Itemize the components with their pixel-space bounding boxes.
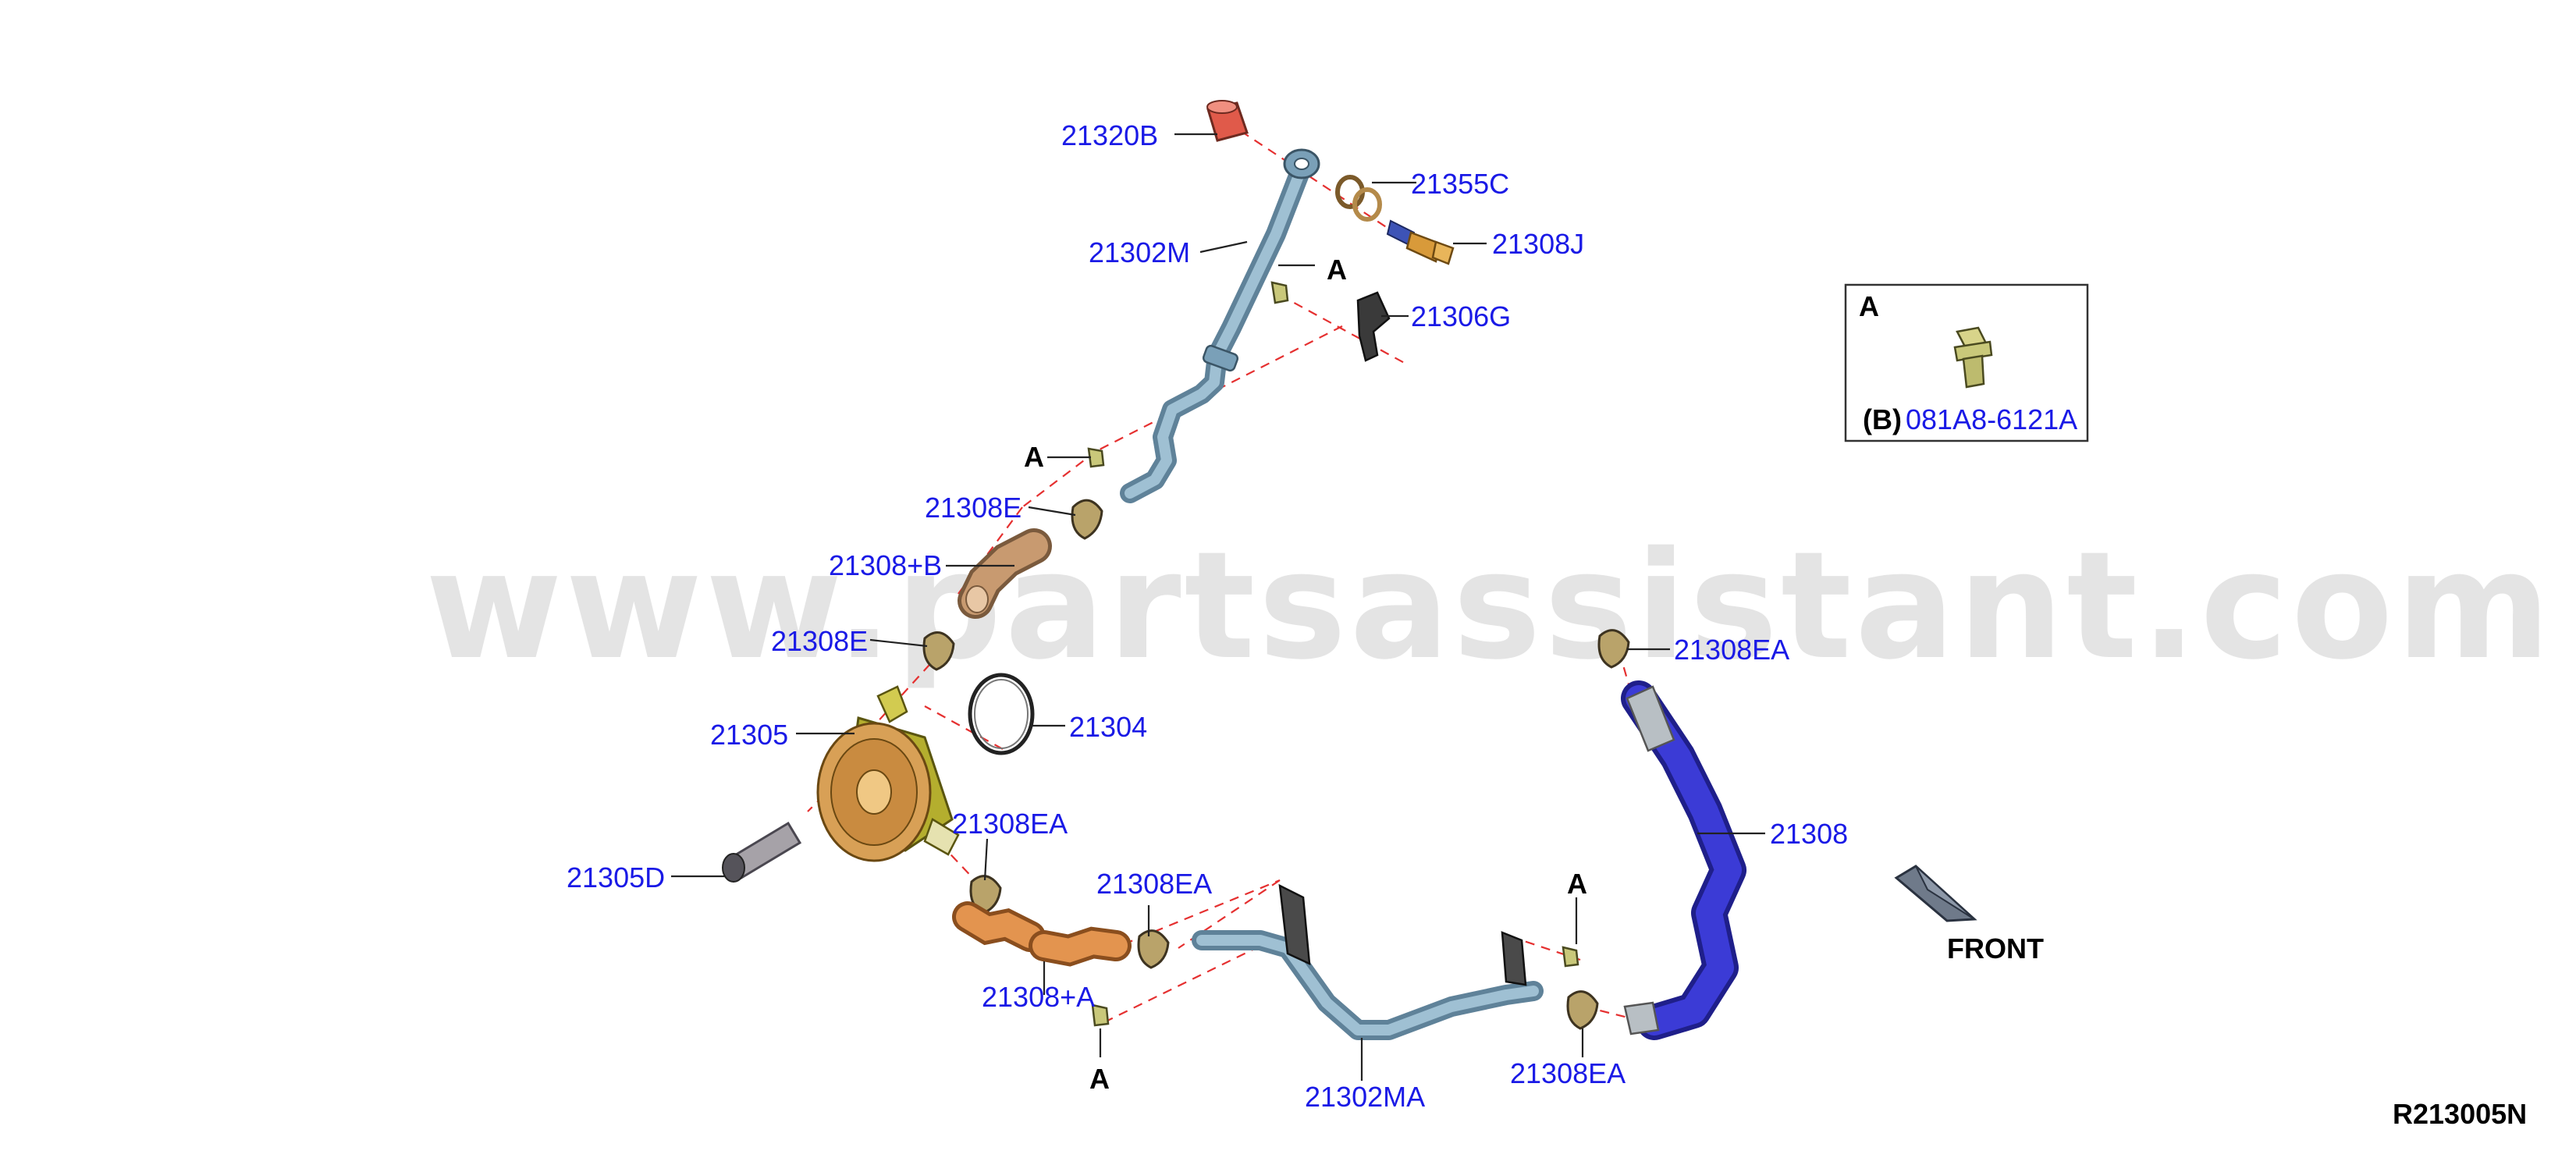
- clamp-21308ea-mid: [969, 875, 1002, 915]
- legend-letter: A: [1859, 290, 1879, 322]
- callout-21306g: 21306G: [1411, 300, 1511, 332]
- clamp-21308ea-low: [1137, 929, 1170, 969]
- callout-21308: 21308: [1770, 818, 1848, 850]
- oil-cooler-21305: [816, 685, 960, 862]
- callout-21308a: 21308+A: [982, 981, 1095, 1013]
- callout-21308j: 21308J: [1492, 228, 1584, 260]
- front-label: FRONT: [1947, 932, 2044, 964]
- bolt-ref-a2: A: [1024, 441, 1044, 473]
- cap-21320b: [1206, 100, 1249, 142]
- banjo-bolt-21308j: [1386, 219, 1455, 265]
- bracket-21306g: [1356, 291, 1391, 362]
- washers-21355c: [1335, 175, 1382, 222]
- legend-box: A (B) 081A8-6121A: [1844, 283, 2089, 442]
- callout-21304: 21304: [1069, 711, 1147, 743]
- bolt-a-3: [1091, 1003, 1110, 1027]
- hose-21308a: [952, 901, 1132, 967]
- clamp-21308e-mid: [922, 631, 955, 671]
- diagram-code: R213005N: [2393, 1098, 2527, 1130]
- pipe-21302ma: [1192, 883, 1544, 1040]
- callout-21305d: 21305D: [567, 861, 665, 893]
- callout-21308e-top: 21308E: [925, 492, 1022, 524]
- hose-21308b: [958, 528, 1052, 619]
- legend-part-number: 081A8-6121A: [1906, 403, 2077, 435]
- callout-21305: 21305: [710, 719, 788, 751]
- hose-21308: [1621, 680, 1746, 1040]
- callout-21302m: 21302M: [1089, 236, 1190, 268]
- connector-21305d: [722, 821, 802, 883]
- callout-21308ea-top-right: 21308EA: [1674, 634, 1789, 666]
- callout-21355c: 21355C: [1411, 168, 1509, 200]
- bolt-a-4: [1562, 946, 1579, 968]
- bolt-a-1: [1270, 281, 1289, 304]
- callout-21308ea-low: 21308EA: [1096, 868, 1212, 900]
- bolt-a-2: [1087, 447, 1105, 468]
- callout-21308ea-mid: 21308EA: [952, 808, 1068, 840]
- leader-lines: [671, 133, 1765, 1081]
- callout-21308e-mid: 21308E: [771, 625, 868, 657]
- clamp-21308e-top: [1071, 499, 1103, 540]
- front-arrow-icon: [1894, 865, 1977, 922]
- callout-labels: 21320B 21355C 21308J 21302M A 21306G A 2…: [567, 119, 2044, 1113]
- callout-21308b: 21308+B: [829, 549, 942, 581]
- callout-21320b: 21320B: [1061, 119, 1158, 151]
- clamp-21308ea-top-right: [1597, 629, 1630, 669]
- watermark-text: www.partsassistant.com: [425, 520, 2554, 692]
- bolt-ref-a1: A: [1327, 254, 1347, 286]
- callout-21302ma: 21302MA: [1305, 1081, 1425, 1113]
- bolt-ref-a4: A: [1567, 868, 1587, 900]
- bolt-ref-a3: A: [1089, 1063, 1110, 1095]
- o-ring-21304: [968, 673, 1035, 755]
- callout-21308ea-bottom: 21308EA: [1510, 1057, 1626, 1089]
- pipe-21302m: [1120, 148, 1320, 503]
- legend-bolt-icon: [1953, 326, 1993, 389]
- legend-b-label: (B): [1863, 403, 1902, 435]
- clamp-21308ea-bottom: [1566, 990, 1599, 1030]
